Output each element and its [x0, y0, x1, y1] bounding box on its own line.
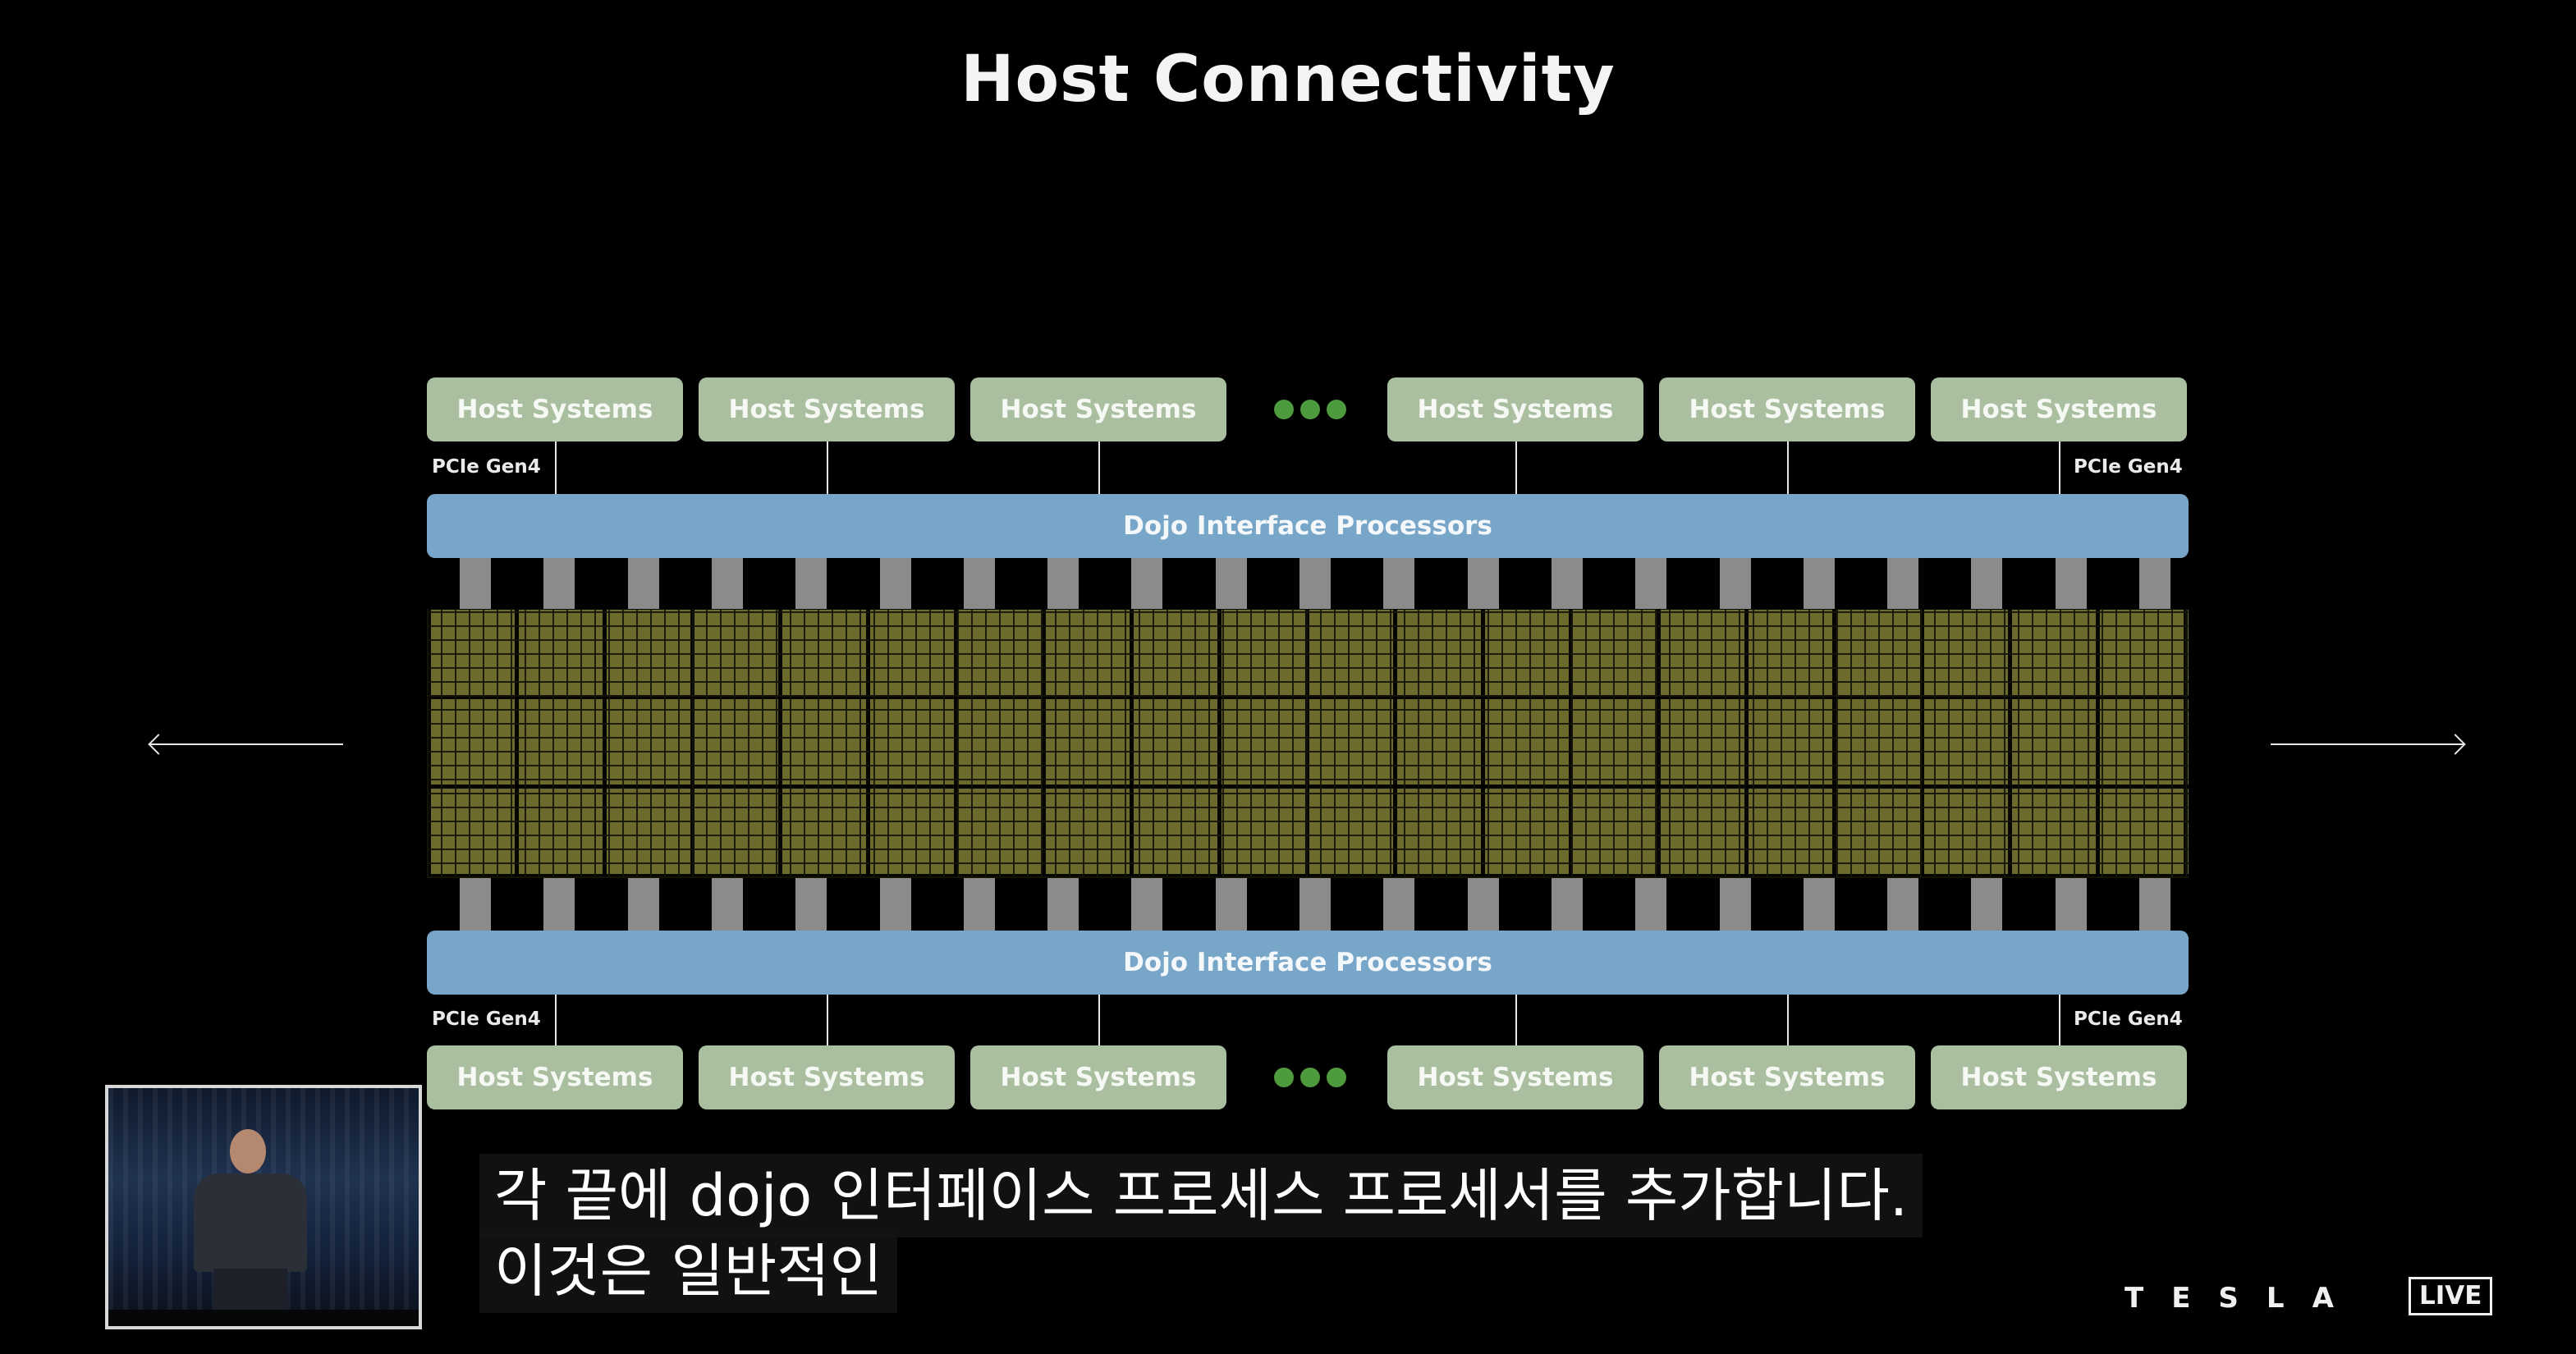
dojo-interface-processors-top: Dojo Interface Processors	[427, 494, 2189, 558]
connector-pillar	[880, 558, 911, 609]
connector-pillar	[460, 558, 491, 609]
top-host-system-1: Host Systems	[427, 377, 683, 441]
pcie-link-line	[1787, 441, 1789, 494]
pcie-link-line	[1515, 995, 1517, 1045]
right-arrow-icon	[2271, 743, 2464, 745]
bottom-host-system-5: Host Systems	[1659, 1045, 1915, 1109]
top-host-system-5: Host Systems	[1659, 377, 1915, 441]
subtitle-box: 각 끝에 dojo 인터페이스 프로세스 프로세서를 추가합니다. 이것은 일반…	[479, 1154, 1923, 1313]
connector-pillar	[795, 878, 827, 931]
connector-pillar	[1468, 878, 1499, 931]
connector-pillar	[1047, 878, 1079, 931]
connector-pillar	[543, 558, 575, 609]
bottom-host-system-1: Host Systems	[427, 1045, 683, 1109]
stage-floor	[108, 1310, 419, 1326]
connector-pillar	[1216, 878, 1247, 931]
live-badge: LIVE	[2409, 1277, 2493, 1316]
connector-pillar	[1131, 558, 1162, 609]
subtitle-text-1: 각 끝에 dojo 인터페이스 프로세스 프로세서를 추가합니다.	[479, 1154, 1923, 1237]
connector-pillar	[1552, 878, 1583, 931]
bottom-host-system-4: Host Systems	[1387, 1045, 1643, 1109]
connector-pillar	[1804, 558, 1835, 609]
pcie-link-line	[827, 995, 828, 1045]
ellipsis-dot	[1274, 400, 1294, 419]
connector-pillar	[712, 878, 743, 931]
pcie-link-line	[1787, 995, 1789, 1045]
connector-pillar	[460, 878, 491, 931]
connector-pillar	[1887, 558, 1918, 609]
connector-pillar	[2139, 558, 2170, 609]
bottom-ellipsis-dots	[1274, 1068, 1346, 1087]
connector-pillar	[1971, 878, 2002, 931]
top-host-system-2: Host Systems	[699, 377, 955, 441]
pcie-link-line	[1098, 441, 1100, 494]
connector-pillar	[2056, 878, 2087, 931]
subtitle-text-2: 이것은 일반적인	[479, 1229, 898, 1313]
connector-pillar	[712, 558, 743, 609]
top-host-system-4: Host Systems	[1387, 377, 1643, 441]
connector-pillar	[880, 878, 911, 931]
connector-pillar	[1383, 878, 1414, 931]
tesla-logo: TESLA	[2125, 1282, 2362, 1315]
connector-pillar	[1552, 558, 1583, 609]
connector-pillar	[964, 558, 995, 609]
connector-pillar	[2139, 878, 2170, 931]
connector-pillar	[1804, 878, 1835, 931]
connector-pillar	[1887, 878, 1918, 931]
connector-pillar	[1720, 878, 1751, 931]
pcie-label-top-left: PCIe Gen4	[432, 456, 541, 478]
connector-pillar	[964, 878, 995, 931]
top-host-system-3: Host Systems	[970, 377, 1226, 441]
bottom-host-system-3: Host Systems	[970, 1045, 1226, 1109]
subtitle-line-1: 각 끝에 dojo 인터페이스 프로세스 프로세서를 추가합니다.	[479, 1154, 1923, 1237]
left-arrow-icon	[149, 743, 343, 745]
presenter-head	[230, 1129, 266, 1173]
subtitle-line-2: 이것은 일반적인	[479, 1229, 1923, 1313]
pcie-link-line	[1098, 995, 1100, 1045]
pcie-link-line	[2059, 441, 2060, 494]
connector-pillar	[1635, 558, 1666, 609]
pcie-label-bottom-right: PCIe Gen4	[2074, 1009, 2183, 1030]
connector-pillar	[1720, 558, 1751, 609]
connector-pillar	[1131, 878, 1162, 931]
presenter-torso	[194, 1173, 307, 1272]
pcie-link-line	[827, 441, 828, 494]
compute-fabric-grid	[427, 609, 2189, 878]
connector-pillar	[628, 878, 659, 931]
connector-pillar	[1216, 558, 1247, 609]
bottom-host-system-2: Host Systems	[699, 1045, 955, 1109]
ellipsis-dot	[1327, 400, 1346, 419]
pcie-label-bottom-left: PCIe Gen4	[432, 1009, 541, 1030]
presenter-video-inset	[105, 1085, 422, 1329]
connector-pillar	[2056, 558, 2087, 609]
dojo-interface-processors-bottom: Dojo Interface Processors	[427, 931, 2189, 995]
slide-title: Host Connectivity	[960, 43, 1616, 117]
pcie-link-line	[555, 441, 557, 494]
bottom-host-system-6: Host Systems	[1931, 1045, 2187, 1109]
connector-pillar	[1383, 558, 1414, 609]
connector-pillar	[1299, 558, 1331, 609]
ellipsis-dot	[1300, 400, 1320, 419]
ellipsis-dot	[1300, 1068, 1320, 1087]
connector-pillar	[1971, 558, 2002, 609]
connector-pillar	[1635, 878, 1666, 931]
pcie-link-line	[2059, 995, 2060, 1045]
connector-pillar	[795, 558, 827, 609]
connector-pillar	[628, 558, 659, 609]
top-host-system-6: Host Systems	[1931, 377, 2187, 441]
ellipsis-dot	[1327, 1068, 1346, 1087]
pcie-link-line	[555, 995, 557, 1045]
connector-pillar	[1468, 558, 1499, 609]
top-ellipsis-dots	[1274, 400, 1346, 419]
connector-pillar	[543, 878, 575, 931]
pcie-label-top-right: PCIe Gen4	[2074, 456, 2183, 478]
connector-pillar	[1047, 558, 1079, 609]
connector-pillar	[1299, 878, 1331, 931]
ellipsis-dot	[1274, 1068, 1294, 1087]
pcie-link-line	[1515, 441, 1517, 494]
